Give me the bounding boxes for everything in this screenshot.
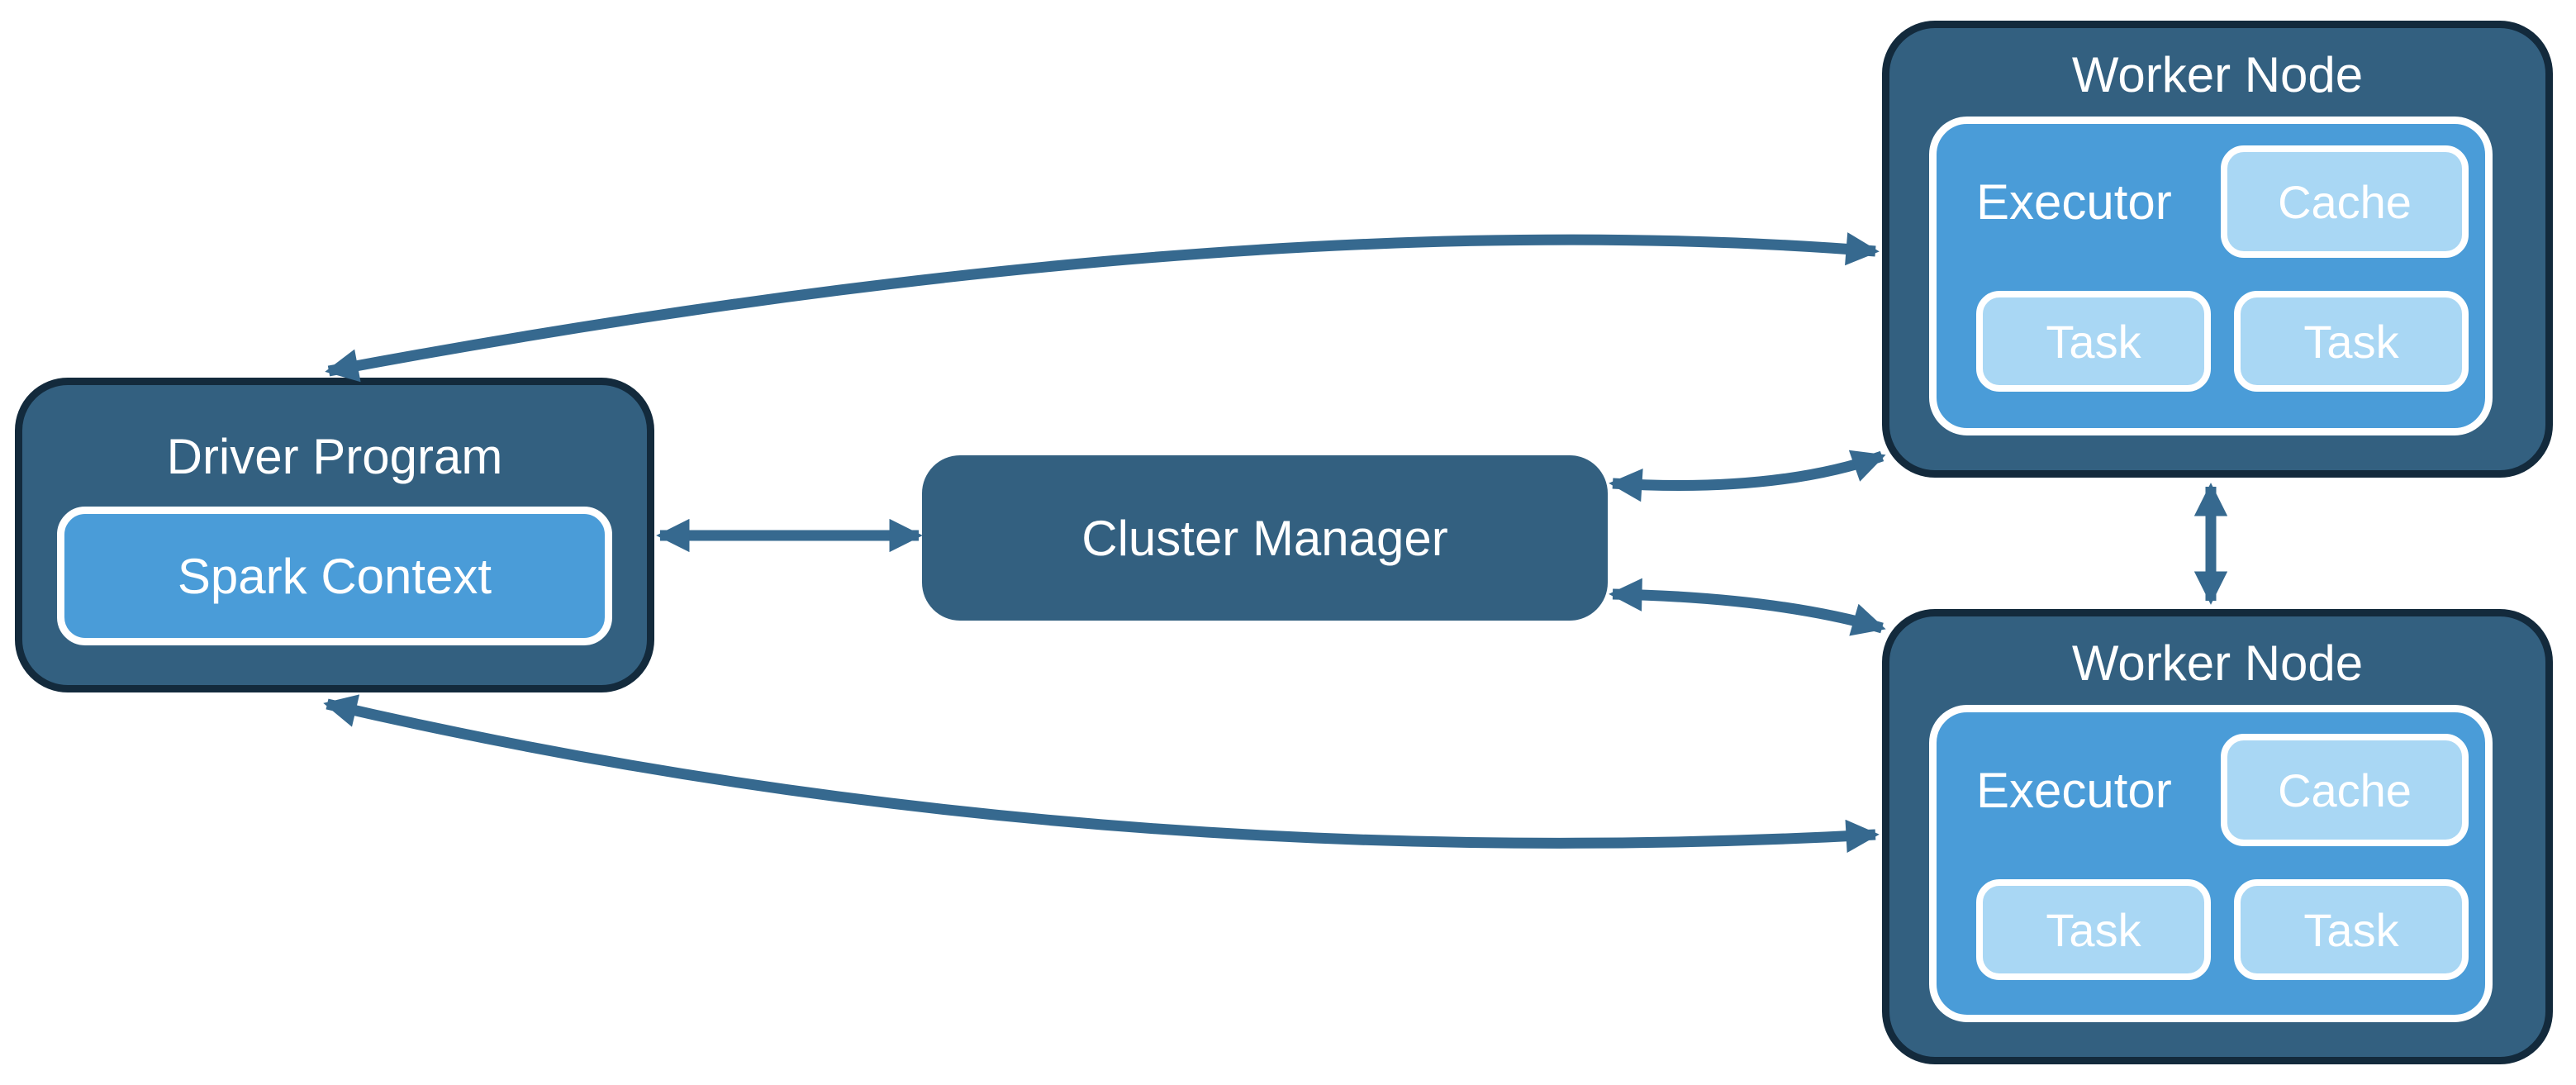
task-box: Task [1976, 291, 2211, 392]
executor-label: Executor [1976, 762, 2172, 818]
executor-box: Executor Cache Task Task [1929, 705, 2493, 1022]
task-label: Task [2046, 903, 2141, 956]
arrow-cluster-manager-to-top-worker [1609, 450, 1886, 502]
arrow-driver-to-bottom-worker [323, 694, 1880, 854]
worker-node-label: Worker Node [2071, 635, 2364, 691]
driver-program-label: Driver Program [166, 429, 503, 484]
executor-top-row: Executor Cache [1976, 145, 2469, 258]
spark-context-box: Spark Context [57, 507, 612, 645]
worker-node-label: Worker Node [2071, 47, 2364, 102]
cluster-manager-box: Cluster Manager [922, 455, 1608, 621]
cache-label: Cache [2278, 764, 2412, 816]
arrow-cluster-manager-to-bottom-worker [1609, 578, 1886, 636]
spark-context-label: Spark Context [177, 548, 492, 604]
executor-label: Executor [1976, 174, 2172, 230]
task-box: Task [1976, 879, 2211, 980]
executor-box: Executor Cache Task Task [1929, 117, 2493, 435]
worker-node-top-box: Worker Node Executor Cache Task Task [1882, 21, 2553, 478]
cache-box: Cache [2221, 145, 2469, 258]
task-row: Task Task [1976, 879, 2469, 980]
task-label: Task [2303, 903, 2399, 956]
task-box: Task [2234, 291, 2469, 392]
cluster-manager-label: Cluster Manager [1081, 510, 1448, 566]
task-box: Task [2234, 879, 2469, 980]
cache-box: Cache [2221, 734, 2469, 846]
task-row: Task Task [1976, 291, 2469, 392]
task-label: Task [2046, 315, 2141, 368]
worker-node-bottom-box: Worker Node Executor Cache Task Task [1882, 609, 2553, 1064]
arrow-driver-to-top-worker [325, 232, 1880, 383]
executor-top-row: Executor Cache [1976, 734, 2469, 846]
cache-label: Cache [2278, 175, 2412, 228]
driver-program-box: Driver Program Spark Context [15, 378, 654, 692]
task-label: Task [2303, 315, 2399, 368]
